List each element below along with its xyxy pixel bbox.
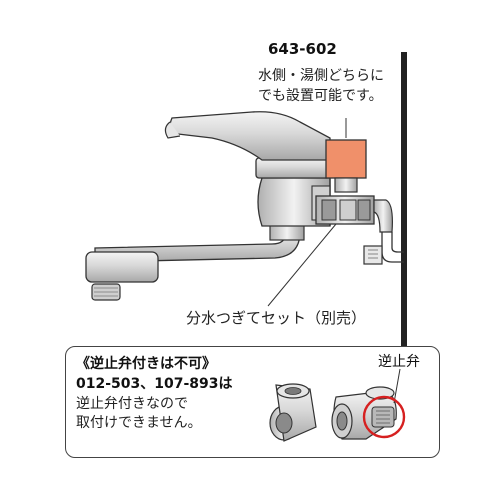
- handle-lever: [164, 111, 331, 161]
- callout-note: 逆止弁付きなので 取付けできません。: [76, 395, 251, 433]
- plain-fitting: [269, 383, 317, 442]
- diverter-set-label: 分水つぎてセット（別売）: [186, 309, 367, 327]
- diverter-part-643-602: [325, 139, 367, 193]
- callout-models: 012-503、107-893は: [76, 376, 233, 392]
- part-note-line: でも設置可能です。: [258, 88, 383, 104]
- callout-note-line: 逆止弁付きなので: [76, 396, 188, 412]
- diverter-joint: [315, 195, 404, 265]
- check-valve-leader-line: [393, 368, 401, 404]
- callout-note-line: 取付けできません。: [76, 415, 202, 431]
- part-note: 水側・湯側どちらに でも設置可能です。: [258, 66, 418, 106]
- wall: [401, 52, 407, 397]
- callout-title: 《逆止弁付きは不可》: [76, 356, 216, 372]
- check-valve-highlight-circle: [362, 395, 406, 439]
- incompatibility-callout: 《逆止弁付きは不可》 012-503、107-893は 逆止弁付きなので 取付け…: [65, 346, 440, 458]
- part-number: 643-602: [268, 40, 337, 58]
- set-leader-line: [267, 223, 337, 307]
- part-note-line: 水側・湯側どちらに: [258, 68, 384, 84]
- incompatible-parts-illustration: [269, 368, 406, 442]
- check-valve-label: 逆止弁: [378, 354, 420, 370]
- spout: [85, 225, 301, 301]
- check-valve-fitting: [331, 386, 397, 440]
